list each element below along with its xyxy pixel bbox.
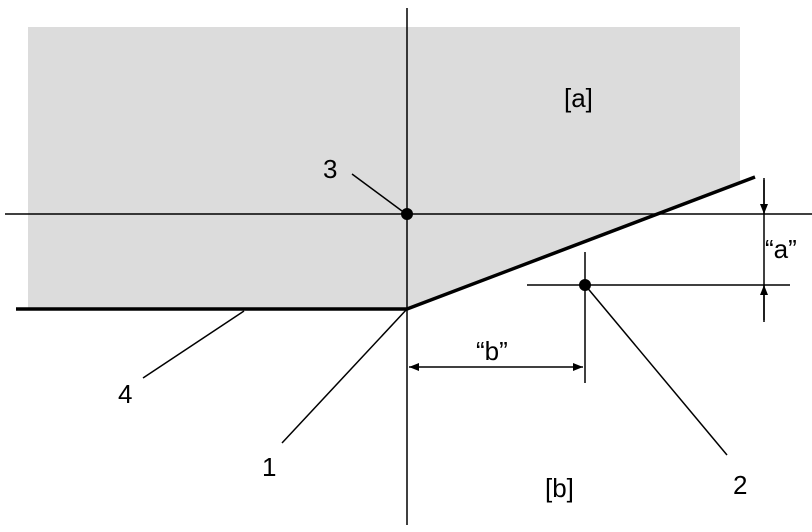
callout-1-label: 1 (262, 452, 276, 482)
dimension-a-label: “a” (765, 234, 797, 264)
callout-4-label: 4 (118, 379, 132, 409)
callout-1-leader (281, 308, 408, 444)
dimension-b-label: “b” (476, 336, 508, 366)
callout-3-label: 3 (323, 154, 337, 184)
callout-2-leader (584, 284, 728, 456)
callout-3-leader (351, 173, 403, 212)
region-b-label: [b] (545, 473, 574, 503)
callout-4-leader (142, 310, 245, 379)
boundary-line-sloped (406, 175, 756, 311)
callout-2-label: 2 (733, 470, 747, 500)
region-a-label: [a] (564, 83, 593, 113)
point-3 (401, 208, 413, 220)
shaded-region-a (28, 27, 740, 308)
